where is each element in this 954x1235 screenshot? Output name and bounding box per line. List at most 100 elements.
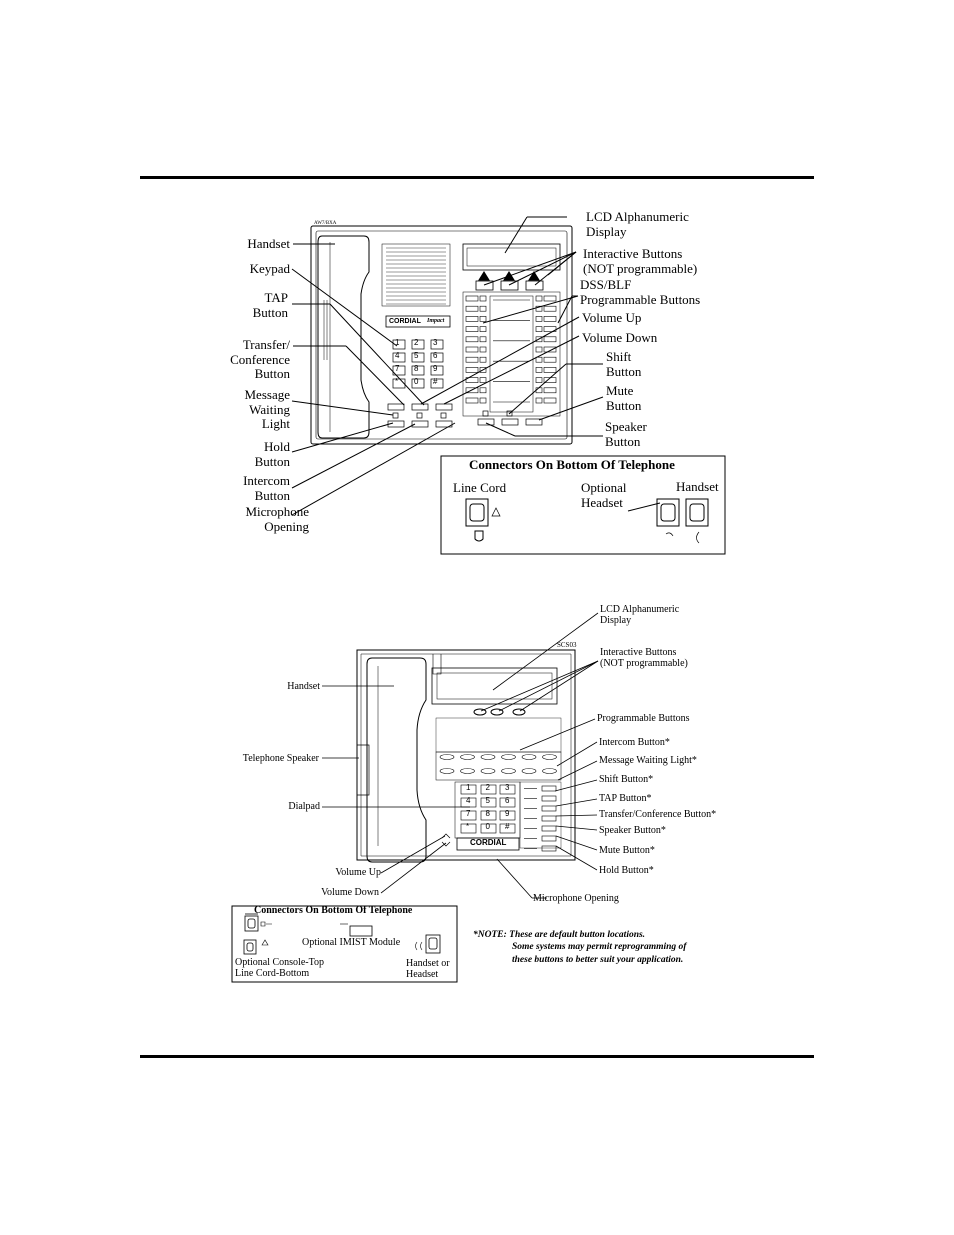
phone2-imist-label: Optional IMIST Module — [302, 937, 401, 948]
label-handset: Handset — [247, 236, 290, 251]
programmable-button — [460, 754, 475, 760]
programmable-button — [439, 768, 455, 774]
programmable-button — [480, 768, 496, 774]
dss-button — [465, 326, 479, 332]
phone1-handset-shape — [317, 235, 370, 439]
phone2-brand: CORDIAL — [470, 838, 507, 847]
key-label: 5 — [414, 351, 419, 360]
dss-lamp — [535, 305, 543, 312]
phone1-dss-buttons — [465, 295, 557, 404]
phone1-leader-lines — [291, 216, 604, 516]
dss-button — [465, 356, 479, 363]
dss-lamp — [479, 346, 487, 353]
dss-button — [465, 295, 479, 302]
label-hold-button: Hold Button — [254, 439, 290, 469]
feature-button — [541, 815, 557, 822]
phone2-leader-lines — [322, 612, 599, 899]
label-intercom-button: Intercom Button — [243, 473, 290, 503]
label-tap-button: TAP Button — [252, 290, 288, 320]
key-label: 3 — [505, 783, 510, 792]
dss-button — [465, 377, 479, 383]
feature-button — [541, 795, 557, 802]
dss-lamp — [479, 336, 487, 343]
feature-button — [541, 835, 557, 842]
label2-tap-button: TAP Button* — [599, 793, 652, 804]
label-dss-blf-buttons: DSS/BLF Programmable Buttons — [580, 277, 701, 307]
key-label: 7 — [395, 364, 400, 373]
programmable-button — [542, 754, 557, 760]
key-label: 1 — [466, 783, 471, 792]
programmable-button — [521, 754, 537, 760]
dss-button — [465, 387, 479, 394]
phone2-console-line-cord-label: Optional Console-Top Line Cord-Bottom — [235, 957, 325, 980]
dss-lamp — [535, 367, 543, 373]
programmable-button — [501, 754, 516, 760]
key-label: 1 — [395, 338, 400, 347]
label-interactive-buttons: Interactive Buttons (NOT programmable) — [583, 246, 698, 276]
dss-button — [543, 336, 557, 343]
label-lcd-display: LCD Alphanumeric Display — [586, 209, 689, 239]
bottom-rule — [140, 1055, 814, 1058]
dss-lamp — [535, 397, 543, 404]
label2-volume-down: Volume Down — [321, 887, 379, 898]
dss-lamp — [479, 367, 487, 373]
phone2-dialpad — [460, 784, 516, 834]
phone2-connectors-box — [231, 905, 458, 983]
dss-button — [465, 336, 479, 343]
key-label: 5 — [485, 796, 490, 805]
programmable-button — [542, 768, 557, 774]
dss-lamp — [535, 377, 543, 383]
key-label: * — [466, 822, 470, 831]
key-label: 6 — [505, 796, 510, 805]
key-label: 0 — [485, 822, 490, 831]
phone2-feature-buttons — [524, 785, 557, 852]
label2-lcd-display: LCD Alphanumeric Display — [600, 604, 680, 627]
dss-button — [543, 346, 557, 353]
dss-lamp — [479, 305, 487, 312]
dss-button — [543, 356, 557, 363]
key-label: # — [433, 377, 438, 386]
label2-volume-up: Volume Up — [335, 867, 381, 878]
key-label: 6 — [433, 351, 438, 360]
phone1-sub-brand: Impact — [427, 318, 445, 324]
phone2-handset-headset-label: Handset or Headset — [406, 958, 450, 981]
dss-button — [465, 316, 479, 322]
label2-intercom-button: Intercom Button* — [599, 737, 670, 748]
phone2-connectors-title: Connectors On Bottom Of Telephone — [254, 905, 413, 916]
label2-hold-button: Hold Button* — [599, 865, 654, 876]
dss-lamp — [479, 326, 487, 332]
label-keypad: Keypad — [249, 261, 290, 276]
key-label: 3 — [433, 338, 438, 347]
phone1-connectors-title: Connectors On Bottom Of Telephone — [469, 457, 675, 472]
programmable-button — [460, 768, 475, 774]
phone1-optional-headset-label: Optional Headset — [581, 480, 627, 510]
dss-lamp — [479, 295, 487, 302]
phone1-body — [310, 225, 573, 445]
dss-button — [543, 397, 557, 404]
label2-microphone-opening: Microphone Opening — [533, 893, 619, 904]
phone1-brand: CORDIAL — [389, 318, 421, 325]
dss-button — [465, 397, 479, 404]
label-volume-up: Volume Up — [582, 310, 642, 325]
label2-programmable-buttons: Programmable Buttons — [597, 713, 690, 724]
label-microphone-opening: Microphone Opening — [245, 504, 309, 534]
key-label: 2 — [414, 338, 419, 347]
phone1-keypad — [392, 339, 444, 389]
feature-button — [541, 805, 557, 812]
dss-lamp — [535, 387, 543, 394]
phone2-model-code: SCS03 — [557, 641, 577, 649]
key-label: 8 — [414, 364, 419, 373]
key-label: 4 — [395, 351, 400, 360]
dss-lamp — [479, 397, 487, 404]
top-rule — [140, 176, 814, 179]
dss-lamp — [535, 316, 543, 322]
dss-lamp — [535, 326, 543, 332]
key-label: 9 — [433, 364, 438, 373]
label-mute-button: Mute Button — [606, 383, 642, 413]
label-shift-button: Shift Button — [606, 349, 642, 379]
dss-lamp — [535, 295, 543, 302]
label2-interactive-buttons: Interactive Buttons (NOT programmable) — [600, 647, 688, 670]
phone2-body — [356, 649, 576, 863]
label-volume-down: Volume Down — [582, 330, 658, 345]
